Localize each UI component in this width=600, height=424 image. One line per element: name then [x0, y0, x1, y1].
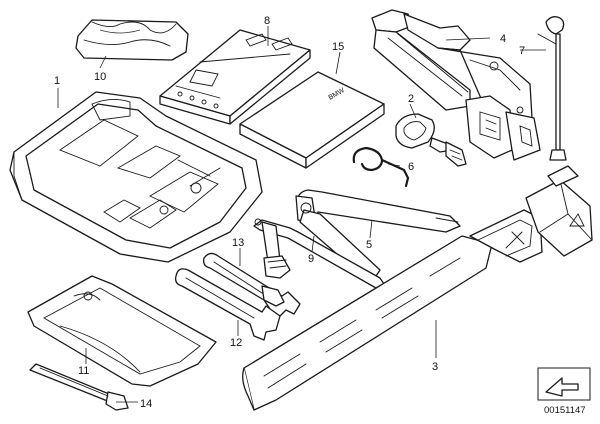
callout-3: 3 — [432, 361, 438, 373]
callout-6: 6 — [408, 161, 414, 173]
callout-5: 5 — [366, 239, 372, 251]
callout-15: 15 — [332, 41, 344, 53]
foam-tray — [9, 91, 263, 263]
callout-11: 11 — [78, 365, 89, 377]
lug-wrench — [295, 189, 461, 277]
cable-strap — [29, 363, 129, 411]
crank-handle — [537, 16, 567, 161]
clip-plate — [159, 29, 311, 125]
callout-12: 12 — [230, 337, 242, 349]
arrow-outline-icon — [537, 367, 591, 401]
tool-bag — [75, 19, 189, 61]
callout-14: 14 — [140, 398, 152, 410]
long-case — [242, 165, 593, 411]
callout-4: 4 — [500, 33, 506, 45]
callout-9: 9 — [308, 253, 314, 265]
callout-7: 7 — [519, 45, 525, 57]
leader-lines — [57, 26, 546, 403]
manual-booklet: BMW — [239, 71, 385, 169]
callout-10: 10 — [94, 71, 106, 83]
wire-hook — [352, 146, 410, 188]
callout-1: 1 — [54, 75, 60, 87]
callout-2: 2 — [408, 93, 414, 105]
open-wrench-small — [174, 268, 285, 341]
callout-8: 8 — [264, 15, 270, 27]
reference-number: 00151147 — [544, 405, 586, 416]
callout-13: 13 — [232, 237, 244, 249]
callout-labels: 1 2 3 4 5 6 7 8 9 10 11 12 13 14 15 — [54, 15, 525, 410]
socket-wrench — [253, 218, 385, 289]
car-jack — [371, 9, 541, 161]
towing-eye — [395, 113, 467, 167]
tool-roll — [27, 275, 217, 387]
